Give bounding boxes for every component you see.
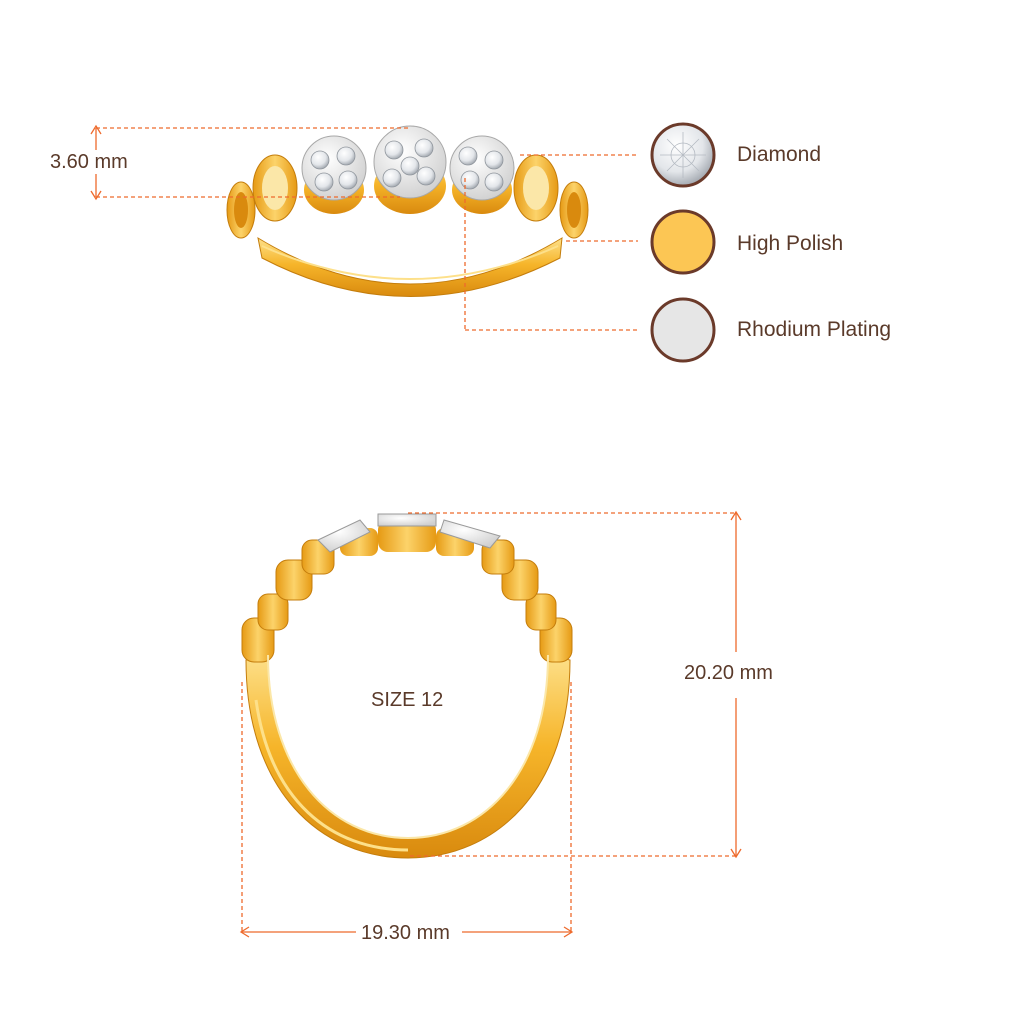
legend-rhodium-label: Rhodium Plating: [737, 318, 892, 341]
front-view-annotations: [239, 510, 742, 938]
height-dimension-label: 3.60 mm: [50, 150, 128, 174]
inner-height-label: 20.20 mm: [684, 661, 773, 685]
legend-high-polish-label: High Polish: [737, 232, 844, 255]
ring-front-view: [241, 513, 573, 859]
legend-swatches: [650, 122, 716, 363]
top-view-annotations: [90, 124, 638, 331]
legend-diamond-label: Diamond: [737, 143, 822, 166]
rhodium-swatch: [650, 297, 716, 363]
size-label: SIZE 12: [371, 689, 444, 711]
high-polish-swatch: [650, 209, 716, 275]
inner-width-label: 19.30 mm: [361, 921, 450, 945]
ring-top-view: [226, 125, 589, 297]
